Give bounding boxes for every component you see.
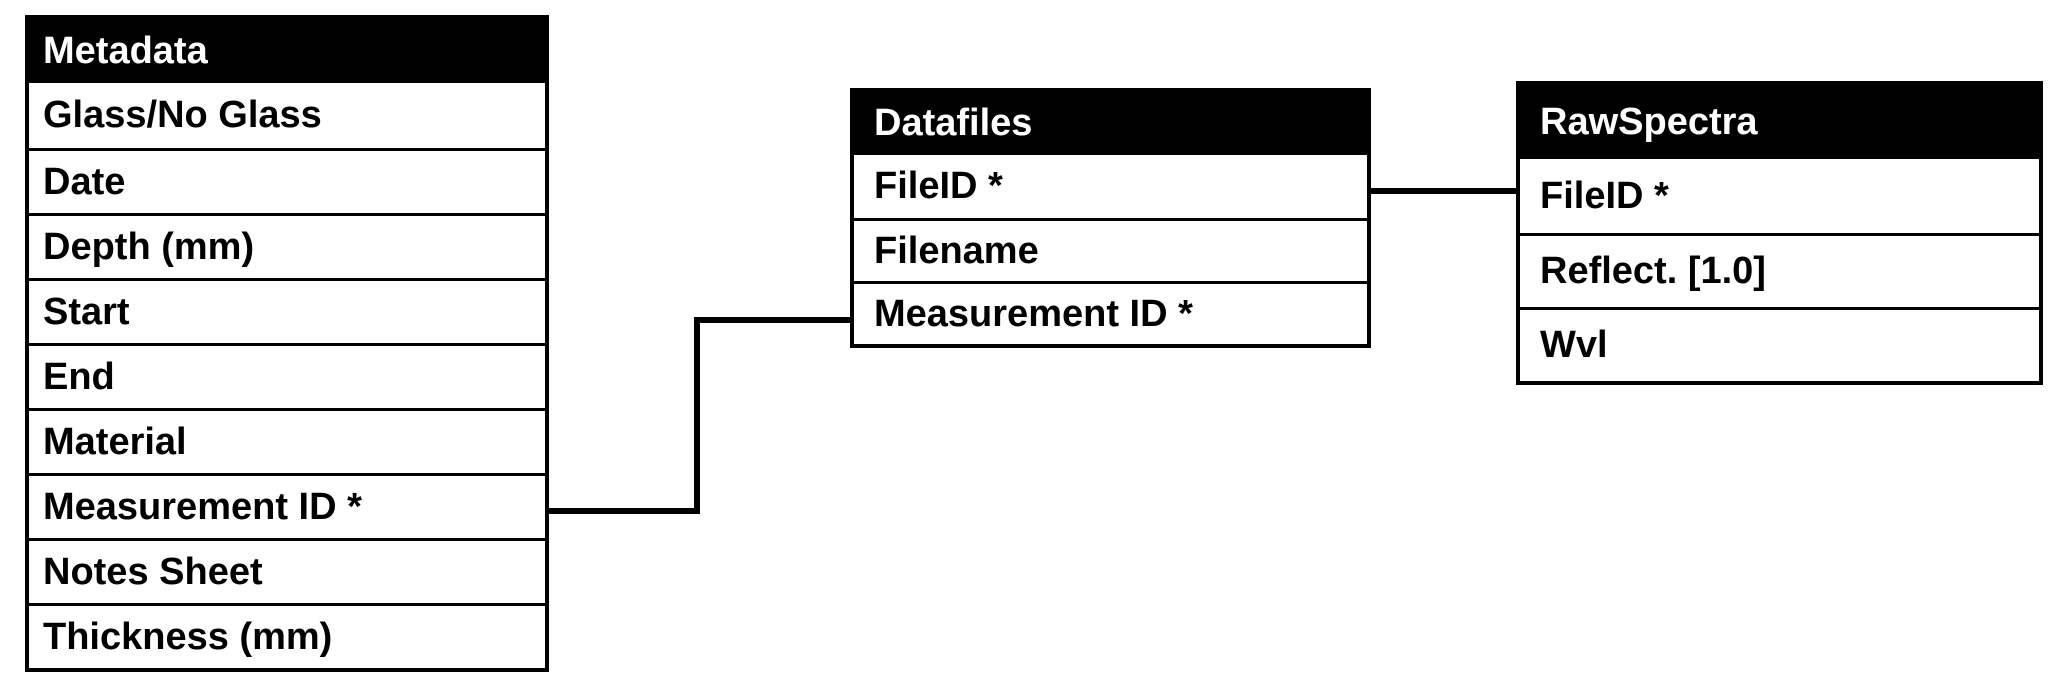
entity-table-rawspectra: RawSpectra FileID * Reflect. [1.0] Wvl [1516,81,2043,385]
field-row-date: Date [29,148,545,213]
field-row-end: End [29,343,545,408]
field-row-filename: Filename [854,218,1367,281]
relationship-line-metadata-datafiles-segment-vertical [694,317,700,514]
relationship-line-datafiles-rawspectra [1371,188,1516,194]
field-row-measurement-id: Measurement ID * [29,473,545,538]
field-row-notes-sheet: Notes Sheet [29,538,545,603]
entity-table-metadata: Metadata Glass/No Glass Date Depth (mm) … [25,15,549,672]
relationship-line-metadata-datafiles-segment-lower [549,508,700,514]
relationship-line-metadata-datafiles-segment-upper [694,317,850,323]
field-row-glass-no-glass: Glass/No Glass [29,83,545,148]
field-row-depth: Depth (mm) [29,213,545,278]
field-row-reflect: Reflect. [1.0] [1520,233,2039,307]
entity-title-metadata: Metadata [29,19,545,83]
entity-title-rawspectra: RawSpectra [1520,85,2039,159]
field-row-start: Start [29,278,545,343]
field-row-wvl: Wvl [1520,307,2039,381]
entity-table-datafiles: Datafiles FileID * Filename Measurement … [850,88,1371,348]
field-row-fileid: FileID * [1520,159,2039,233]
entity-title-datafiles: Datafiles [854,92,1367,155]
field-row-thickness: Thickness (mm) [29,603,545,668]
field-row-material: Material [29,408,545,473]
field-row-fileid: FileID * [854,155,1367,218]
field-row-measurement-id: Measurement ID * [854,281,1367,344]
